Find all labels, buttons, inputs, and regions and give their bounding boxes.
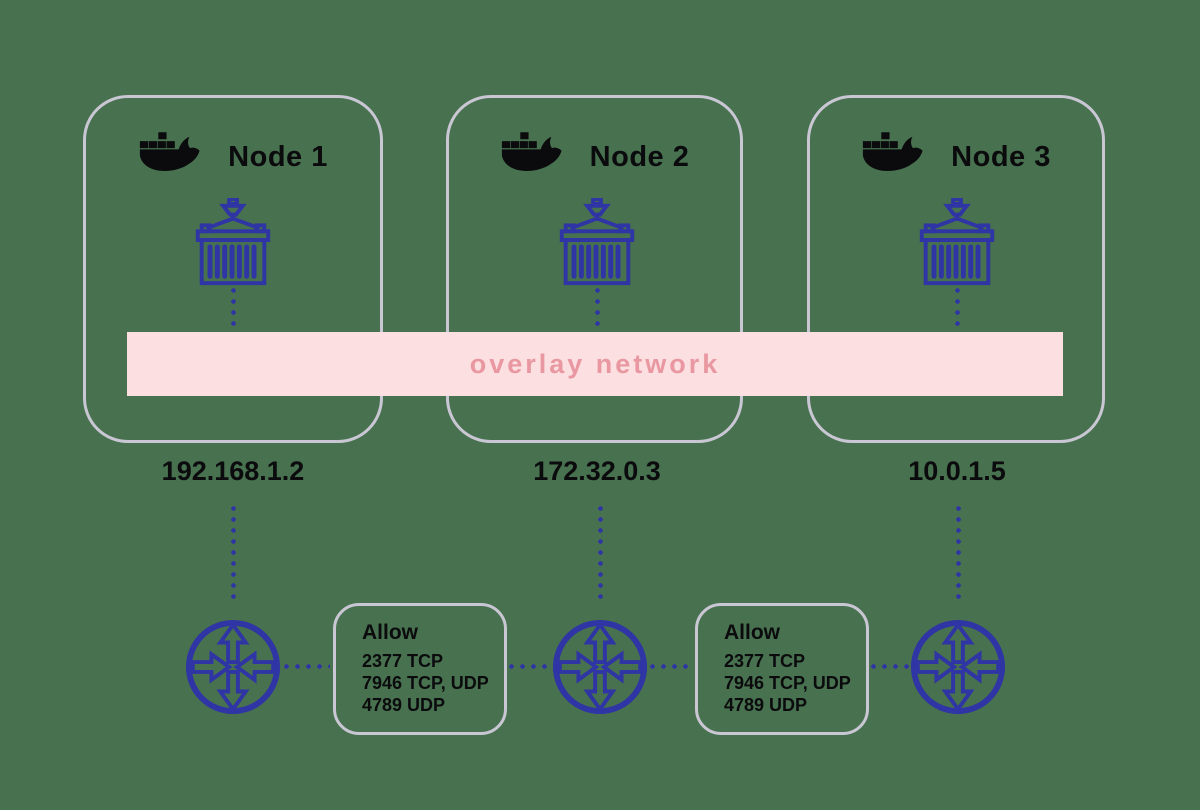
dotted-connector-router2-box2 — [650, 664, 694, 669]
shipping-container-icon — [557, 198, 637, 288]
node-1-header: Node 1 — [86, 129, 380, 185]
firewall-box-title: Allow — [362, 621, 418, 644]
firewall-rule: 4789 UDP — [724, 695, 808, 715]
node-box-3: Node 3 — [807, 95, 1105, 443]
docker-whale-icon — [861, 131, 927, 183]
dotted-connector-container-1 — [231, 288, 236, 332]
firewall-rule: 2377 TCP — [362, 651, 444, 671]
node-label: Node 1 — [228, 140, 328, 173]
dotted-connector-router1-box1 — [284, 664, 330, 669]
shipping-container-icon — [193, 198, 273, 288]
dotted-connector-router-3 — [956, 506, 961, 602]
shipping-container-icon — [917, 198, 997, 288]
firewall-rule: 7946 TCP, UDP — [362, 673, 489, 693]
router-icon — [909, 618, 1007, 716]
ip-address-node-2: 172.32.0.3 — [533, 456, 661, 486]
router-icon — [184, 618, 282, 716]
dotted-connector-router-1 — [231, 506, 236, 602]
docker-whale-icon — [500, 131, 566, 183]
ip-address-node-1: 192.168.1.2 — [161, 456, 305, 486]
dotted-connector-container-3 — [955, 288, 960, 332]
node-box-1: Node 1 — [83, 95, 383, 443]
node-label: Node 3 — [951, 140, 1051, 173]
node-2-header: Node 2 — [449, 129, 740, 185]
dotted-connector-container-2 — [595, 288, 600, 332]
firewall-rules-box-2: Allow 2377 TCP 7946 TCP, UDP 4789 UDP — [695, 603, 869, 735]
ip-address-node-3: 10.0.1.5 — [908, 456, 1006, 486]
docker-whale-icon — [138, 131, 204, 183]
dotted-connector-box2-router3 — [871, 664, 910, 669]
dotted-connector-router-2 — [598, 506, 603, 602]
firewall-rule: 2377 TCP — [724, 651, 806, 671]
firewall-rules-box-1: Allow 2377 TCP 7946 TCP, UDP 4789 UDP — [333, 603, 507, 735]
firewall-box-title: Allow — [724, 621, 780, 644]
node-3-header: Node 3 — [810, 129, 1102, 185]
overlay-network-label: overlay network — [469, 349, 721, 379]
node-label: Node 2 — [589, 140, 690, 173]
router-icon — [551, 618, 649, 716]
firewall-rule: 4789 UDP — [362, 695, 446, 715]
firewall-rule: 7946 TCP, UDP — [724, 673, 851, 693]
node-box-2: Node 2 — [446, 95, 743, 443]
overlay-network-band: overlay network — [127, 332, 1063, 396]
dotted-connector-box1-router2 — [509, 664, 553, 669]
